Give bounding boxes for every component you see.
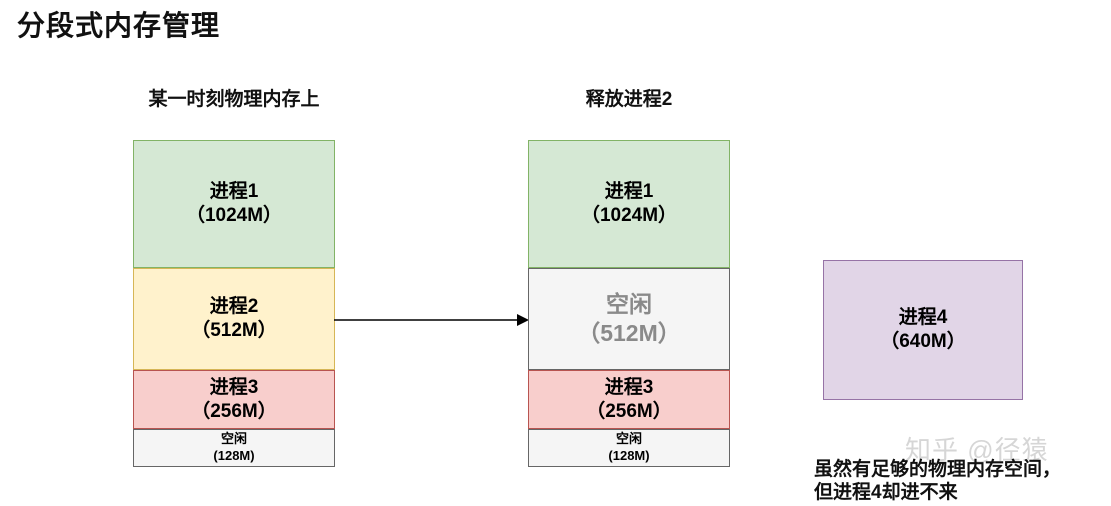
- segment-name: 空闲: [606, 291, 652, 318]
- segment-size: （256M）: [586, 400, 672, 422]
- segment-process3: 进程3 （256M）: [528, 370, 730, 429]
- segment-name: 进程2: [209, 296, 259, 318]
- segment-name: 进程3: [209, 376, 259, 398]
- segment-free-released: 空闲 （512M）: [528, 268, 730, 370]
- watermark: 知乎 @径猿: [905, 430, 1049, 467]
- segment-size: (128M): [213, 448, 255, 463]
- segment-free-small: 空闲 (128M): [528, 429, 730, 467]
- segment-name: 进程4: [898, 307, 948, 329]
- segment-size: （512M）: [577, 320, 681, 346]
- watermark-text: 知乎 @径猿: [905, 435, 1049, 465]
- segment-process2: 进程2 （512M）: [133, 268, 335, 370]
- segment-size: (128M): [608, 448, 650, 463]
- segment-process1: 进程1 （1024M）: [528, 140, 730, 268]
- segment-free-small: 空闲 (128M): [133, 429, 335, 467]
- segment-size: （1024M）: [580, 205, 678, 226]
- segment-name: 进程1: [209, 181, 259, 203]
- segment-process4: 进程4 （640M）: [823, 260, 1023, 400]
- segment-size: （640M）: [880, 331, 966, 352]
- annotation-text: 虽然有足够的物理内存空间， 但进程4却进不来: [814, 458, 1111, 504]
- segment-name: 空闲: [220, 431, 247, 447]
- page-title: 分段式内存管理: [17, 10, 221, 41]
- segment-process3: 进程3 （256M）: [133, 370, 335, 429]
- column-label-before: 某一时刻物理内存上: [148, 89, 320, 110]
- segment-name: 进程3: [604, 376, 654, 398]
- segment-size: （1024M）: [185, 205, 283, 226]
- annotation-line1: 虽然有足够的物理内存空间，: [814, 459, 1062, 480]
- annotation-line2: 但进程4却进不来: [814, 482, 958, 503]
- segment-name: 进程1: [604, 181, 654, 203]
- segment-name: 空闲: [615, 431, 642, 447]
- segment-size: （512M）: [191, 320, 277, 341]
- segment-process1: 进程1 （1024M）: [133, 140, 335, 268]
- transition-arrow: [334, 314, 529, 326]
- column-label-after: 释放进程2: [585, 89, 673, 110]
- segment-size: （256M）: [191, 400, 277, 422]
